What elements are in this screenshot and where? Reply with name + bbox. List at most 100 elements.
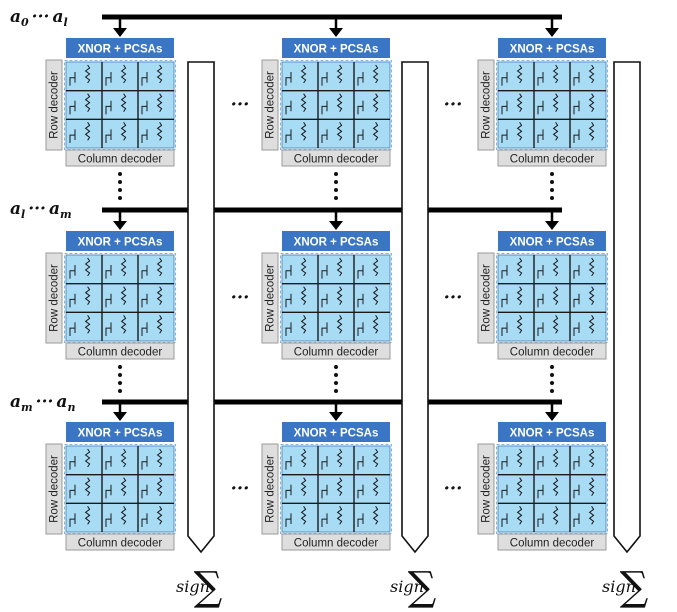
memory-cell-icon [537, 448, 559, 470]
dot [118, 172, 122, 176]
arrow-down-icon [113, 412, 127, 421]
xnor-pcsa-label: XNOR + PCSAs [294, 44, 379, 56]
memory-cell-icon [141, 448, 163, 470]
xnor-pcsa-label: XNOR + PCSAs [510, 428, 595, 440]
sum-column-arrow [613, 61, 641, 554]
var-start-sub: l [21, 208, 25, 221]
column-decoder-label: Column decoder [294, 154, 379, 166]
memory-cell-icon [501, 122, 523, 143]
memory-cell-icon [285, 64, 307, 86]
crossbar-array [497, 445, 607, 533]
memory-cell-icon [321, 286, 343, 308]
row-decoder-label: Row decoder [481, 455, 493, 523]
memory-cell-icon [321, 506, 343, 527]
memory-cell-icon [357, 448, 379, 470]
var-start: a [10, 392, 21, 412]
var-start-sub: 0 [21, 16, 29, 29]
horizontal-ellipsis: ··· [231, 287, 250, 308]
column-decoder [497, 149, 607, 167]
sum-column-arrow [187, 61, 215, 554]
sigma-icon: ∑ [620, 564, 649, 610]
dot [118, 180, 122, 184]
vertical-ellipsis-icon [118, 172, 122, 200]
dot [334, 381, 338, 385]
vertical-ellipsis-icon [334, 365, 338, 393]
dot [550, 180, 554, 184]
row-decoder [477, 59, 495, 151]
memory-cell-icon [69, 506, 91, 527]
arrow-down-icon [545, 221, 559, 230]
xnor-pcsa-header [66, 231, 174, 251]
memory-cell-icon [357, 93, 379, 115]
column-decoder-label: Column decoder [510, 347, 595, 359]
dot [550, 389, 554, 393]
crossbar-array [65, 445, 175, 533]
dot [118, 365, 122, 369]
crossbar-array [497, 61, 607, 149]
memory-cell-icon [69, 93, 91, 115]
xnor-pcsa-label: XNOR + PCSAs [510, 44, 595, 56]
memory-cell-icon [285, 477, 307, 499]
sigma-icon: ∑ [408, 564, 437, 610]
row-decoder [477, 443, 495, 535]
memory-cell-icon [501, 257, 523, 279]
row-decoder-label: Row decoder [265, 264, 277, 332]
row-decoder [45, 443, 63, 535]
xnor-pcsa-header [498, 38, 606, 58]
xnor-pcsa-header [498, 231, 606, 251]
memory-cell-icon [69, 257, 91, 279]
memory-cell-icon [69, 122, 91, 143]
memory-cell-icon [537, 93, 559, 115]
vertical-ellipsis-icon [550, 172, 554, 200]
range-ellipsis: ··· [32, 7, 50, 27]
memory-cell-icon [537, 286, 559, 308]
memory-cell-icon [501, 286, 523, 308]
memory-cell-icon [573, 477, 595, 499]
memory-cell-icon [321, 477, 343, 499]
memory-cell-icon [357, 315, 379, 336]
memory-cell-icon [285, 93, 307, 115]
memory-cell-icon [357, 257, 379, 279]
crossbar-array [281, 254, 391, 342]
xnor-pcsa-header [66, 38, 174, 58]
column-decoder [497, 533, 607, 551]
sigma-icon: ∑ [194, 564, 223, 610]
memory-cell-icon [537, 122, 559, 143]
range-ellipsis: ··· [36, 392, 54, 412]
sign-label: sign [390, 577, 424, 596]
memory-cell-icon [537, 477, 559, 499]
input-bus-1 [102, 14, 562, 37]
row-decoder [261, 443, 279, 535]
dot [118, 381, 122, 385]
var-start-sub: m [21, 401, 33, 414]
memory-cell-icon [105, 506, 127, 527]
input-bus-2 [102, 207, 562, 230]
column-decoder-label: Column decoder [294, 538, 379, 550]
xnor-pcsa-header [282, 422, 390, 442]
memory-cell-icon [69, 286, 91, 308]
memory-cell-icon [105, 477, 127, 499]
memory-cell-icon [285, 315, 307, 336]
xnor-pcsa-header [282, 38, 390, 58]
memory-cell-icon [573, 93, 595, 115]
memory-cell-icon [573, 315, 595, 336]
memory-cell-icon [285, 448, 307, 470]
dot [334, 373, 338, 377]
memory-cell-icon [501, 448, 523, 470]
arrow-down-icon [545, 412, 559, 421]
column-decoder-label: Column decoder [510, 538, 595, 550]
column-decoder-label: Column decoder [78, 154, 163, 166]
memory-cell-icon [69, 477, 91, 499]
arrow-down-icon [329, 28, 343, 37]
var-end-sub: n [67, 401, 75, 414]
xnor-pcsa-header [498, 422, 606, 442]
var-start: a [10, 7, 21, 27]
memory-cell-icon [501, 93, 523, 115]
memory-cell-icon [537, 506, 559, 527]
memory-cell-icon [69, 64, 91, 86]
